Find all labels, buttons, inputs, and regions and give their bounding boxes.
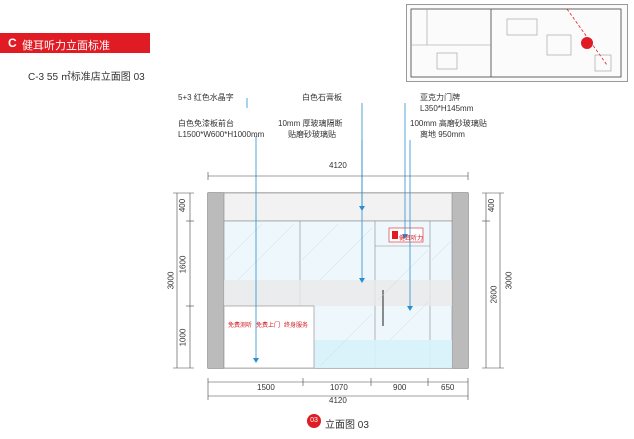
callout-frosted-line2: 离地 950mm [420,130,465,139]
section-header [0,33,150,53]
callout-front-desk-line1: 白色免漆板前台 [178,119,234,128]
callout-glass-line2: 贴磨砂玻璃贴 [288,130,336,139]
dim-seg4: 650 [441,383,455,392]
callout-front-desk-line2: L1500*W600*H1000mm [178,130,265,139]
callout-plaque-line2: L350*H145mm [420,104,474,113]
callout-frosted-line1: 100mm 高磨砂玻璃贴 [410,119,487,128]
door-sign-text: 健耳听力 [399,236,424,242]
desk-text-b: 免费上门 [256,323,281,329]
dim-seg3: 900 [393,383,407,392]
callout-red-letters: 5+3 红色水晶字 [178,93,234,102]
dim-top-width: 4120 [329,161,347,170]
dim-right-total: 3000 [504,271,514,290]
dim-left-bottom: 1000 [178,328,188,347]
dim-seg2: 1070 [330,383,348,392]
elevation-badge: 03 [307,414,321,428]
elevation-label: 立面图 03 [325,420,369,431]
dim-right-sub: 2600 [489,285,499,304]
callout-glass-line1: 10mm 厚玻璃隔断 [278,119,343,128]
callout-plaque-line1: 亚克力门牌 [420,93,460,102]
section-title: 健耳听力立面标准 [22,40,110,52]
callout-gypsum: 白色石膏板 [302,93,342,102]
dim-left-total: 3000 [166,271,176,290]
dim-bottom-width: 4120 [329,396,347,405]
dim-seg1: 1500 [257,383,275,392]
section-letter: C [8,36,17,50]
dim-left-top: 400 [178,198,188,213]
desk-text-c: 终身服务 [284,323,309,329]
floor-plan-thumbnail [406,4,628,82]
dim-left-mid: 1600 [178,255,188,274]
drawing-subtitle: C-3 55 ㎡标准店立面图 03 [28,72,145,83]
dim-right-top: 400 [487,198,497,213]
desk-text-a: 免费测听 [228,323,253,329]
